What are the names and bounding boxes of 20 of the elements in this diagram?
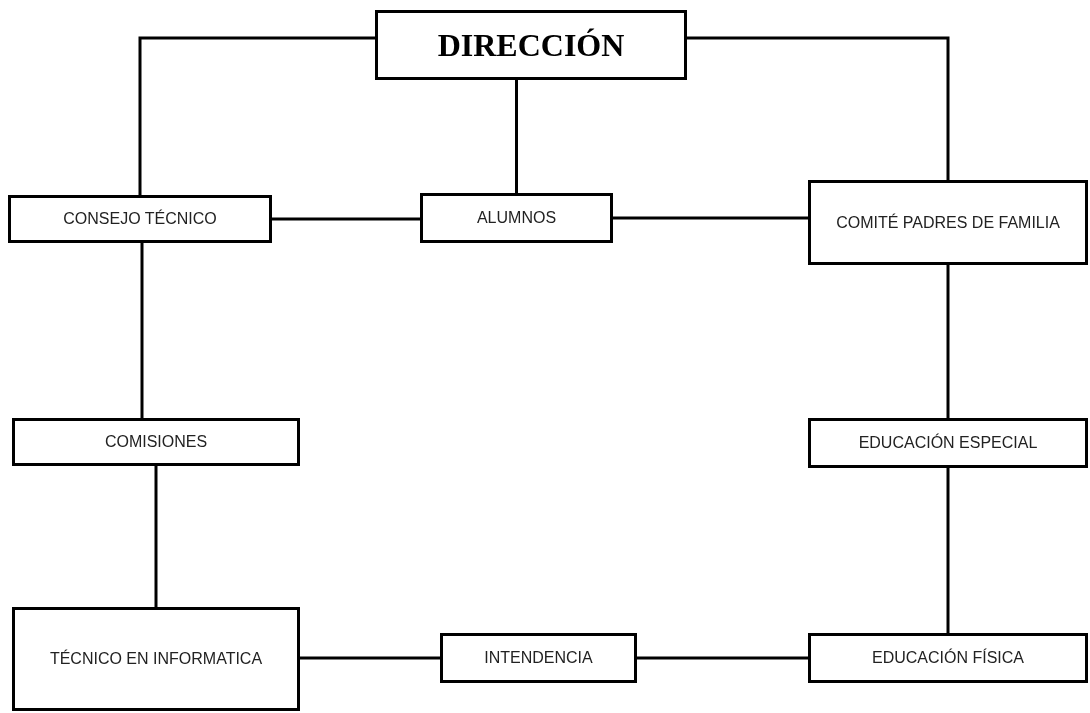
connector-line — [138, 36, 375, 195]
org-box: COMISIONES — [12, 418, 300, 466]
connector-line — [272, 217, 420, 221]
org-box: DIRECCIÓN — [375, 10, 687, 80]
connector-line — [687, 36, 950, 180]
org-box: INTENDENCIA — [440, 633, 637, 683]
connector-line — [946, 468, 950, 633]
connector-line — [300, 656, 440, 660]
org-box: EDUCACIÓN ESPECIAL — [808, 418, 1088, 468]
connector-line — [154, 466, 158, 607]
org-box: EDUCACIÓN FÍSICA — [808, 633, 1088, 683]
connector-line — [946, 265, 950, 418]
connector-line — [515, 80, 518, 193]
connector-line — [140, 243, 144, 418]
org-box: TÉCNICO EN INFORMATICA — [12, 607, 300, 711]
org-box: CONSEJO TÉCNICO — [8, 195, 272, 243]
org-box: ALUMNOS — [420, 193, 613, 243]
connector-line — [637, 656, 808, 660]
connector-line — [613, 216, 808, 220]
org-box: COMITÉ PADRES DE FAMILIA — [808, 180, 1088, 265]
